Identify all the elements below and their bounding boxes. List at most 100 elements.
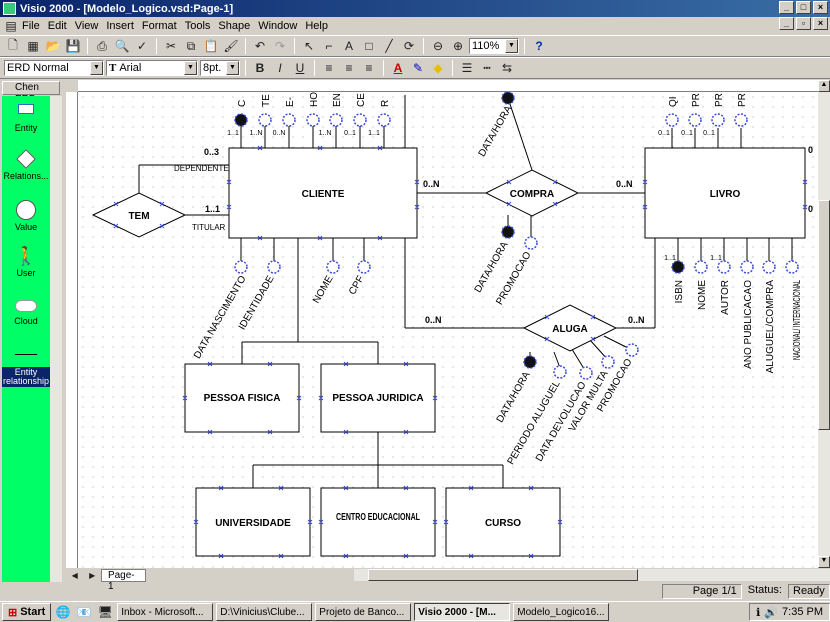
paste-icon[interactable]: 📋 bbox=[202, 37, 220, 55]
underline-icon[interactable]: U bbox=[291, 59, 309, 77]
horizontal-ruler bbox=[78, 80, 818, 92]
stencil-item-entity[interactable]: Entity bbox=[2, 104, 50, 133]
print-icon[interactable]: ⎙ bbox=[93, 37, 111, 55]
vertical-scrollbar[interactable]: ▲ ▼ bbox=[818, 80, 830, 568]
tray-icon[interactable]: 🔊 bbox=[764, 606, 778, 619]
fill-color-icon[interactable]: ◆ bbox=[429, 59, 447, 77]
menu-help[interactable]: Help bbox=[301, 20, 332, 32]
menu-shape[interactable]: Shape bbox=[214, 20, 254, 32]
scroll-up-icon[interactable]: ▲ bbox=[818, 80, 830, 92]
menu-insert[interactable]: Insert bbox=[102, 20, 138, 32]
quicklaunch-icon[interactable]: 📧 bbox=[75, 603, 93, 621]
redo-icon[interactable]: ↷ bbox=[271, 37, 289, 55]
stencil-item-relationship[interactable]: Relations... bbox=[2, 152, 50, 181]
shapes-icon[interactable]: ▦ bbox=[24, 37, 42, 55]
italic-icon[interactable]: I bbox=[271, 59, 289, 77]
zoom-combo[interactable]: 110% ▼ bbox=[469, 38, 519, 54]
text-tool-icon[interactable]: A bbox=[340, 37, 358, 55]
connector-icon[interactable]: ⌐ bbox=[320, 37, 338, 55]
first-page-icon[interactable]: ◀ bbox=[66, 566, 83, 584]
bold-icon[interactable]: B bbox=[251, 59, 269, 77]
zoom-out-icon[interactable]: ⊖ bbox=[429, 37, 447, 55]
line-tool-icon[interactable]: ╱ bbox=[380, 37, 398, 55]
maximize-button[interactable]: □ bbox=[796, 1, 811, 14]
menu-window[interactable]: Window bbox=[254, 20, 301, 32]
window-titlebar[interactable]: Visio 2000 - [Modelo_Logico.vsd:Page-1] … bbox=[0, 0, 830, 17]
task-explorer[interactable]: D:\Vinicius\Clube... bbox=[216, 603, 312, 621]
attr-cliente-top: HO bbox=[309, 92, 320, 107]
font-size-dropdown-icon[interactable]: ▼ bbox=[226, 61, 239, 75]
pointer-icon[interactable]: ↖ bbox=[300, 37, 318, 55]
font-size-combo[interactable]: 8pt. ▼ bbox=[200, 60, 240, 76]
horizontal-scroll-thumb[interactable] bbox=[368, 569, 638, 581]
close-button[interactable]: × bbox=[813, 1, 828, 14]
save-icon[interactable]: 💾 bbox=[64, 37, 82, 55]
card-1-1: 1..1 bbox=[205, 204, 220, 214]
scroll-down-icon[interactable]: ▼ bbox=[818, 556, 830, 568]
task-inbox[interactable]: Inbox - Microsoft... bbox=[117, 603, 213, 621]
stencil-item-user[interactable]: 🚶 User bbox=[2, 246, 50, 278]
attr-cliente-cpf: CPF bbox=[347, 274, 367, 297]
preview-icon[interactable]: 🔍 bbox=[113, 37, 131, 55]
stencil-item-entity-relationship[interactable]: Entity relationship bbox=[2, 348, 50, 387]
visio-app-icon[interactable] bbox=[3, 2, 16, 15]
edge-label-dependente: DEPENDENTE bbox=[174, 164, 229, 173]
align-left-icon[interactable]: ≡ bbox=[320, 59, 338, 77]
vertical-scroll-thumb[interactable] bbox=[818, 200, 830, 430]
zoom-value: 110% bbox=[472, 40, 499, 52]
doc-restore-button[interactable]: ▫ bbox=[796, 17, 811, 30]
tab-page-1[interactable]: Page-1 bbox=[101, 569, 146, 582]
zoom-in-icon[interactable]: ⊕ bbox=[449, 37, 467, 55]
tray-icon[interactable]: ℹ bbox=[756, 606, 760, 619]
doc-close-button[interactable]: × bbox=[813, 17, 828, 30]
document-icon[interactable]: ▤ bbox=[4, 17, 18, 35]
stencil-scrollbar[interactable] bbox=[50, 96, 62, 582]
style-combo[interactable]: ERD Normal ▼ bbox=[4, 60, 104, 76]
help-icon[interactable]: ? bbox=[530, 37, 548, 55]
label-curso: CURSO bbox=[485, 518, 521, 529]
zoom-dropdown-icon[interactable]: ▼ bbox=[505, 39, 518, 53]
font-combo[interactable]: T Arial ▼ bbox=[106, 60, 198, 76]
font-color-icon[interactable]: A bbox=[389, 59, 407, 77]
cut-icon[interactable]: ✂ bbox=[162, 37, 180, 55]
line-weight-icon[interactable]: ☰ bbox=[458, 59, 476, 77]
minimize-button[interactable]: _ bbox=[779, 1, 794, 14]
stencil-title[interactable]: Chen ERD bbox=[2, 81, 60, 95]
line-pattern-icon[interactable]: ┅ bbox=[478, 59, 496, 77]
align-center-icon[interactable]: ≡ bbox=[340, 59, 358, 77]
windows-taskbar: ⊞ Start 🌐 📧 🖥 Inbox - Microsoft... D:\Vi… bbox=[0, 601, 830, 622]
doc-minimize-button[interactable]: _ bbox=[779, 17, 794, 30]
new-icon[interactable]: 🗋 bbox=[4, 37, 22, 55]
menu-tools[interactable]: Tools bbox=[181, 20, 215, 32]
start-button[interactable]: ⊞ Start bbox=[2, 603, 51, 621]
quicklaunch-icon[interactable]: 🌐 bbox=[54, 603, 72, 621]
rectangle-icon[interactable]: □ bbox=[360, 37, 378, 55]
menu-file[interactable]: File bbox=[18, 20, 44, 32]
font-dropdown-icon[interactable]: ▼ bbox=[184, 61, 197, 75]
line-ends-icon[interactable]: ⇆ bbox=[498, 59, 516, 77]
undo-icon[interactable]: ↶ bbox=[251, 37, 269, 55]
next-page-icon[interactable]: ▶ bbox=[83, 566, 100, 584]
attr-livro-aluguel-compra: ALUGUEL/COMPRA bbox=[765, 280, 776, 374]
align-right-icon[interactable]: ≡ bbox=[360, 59, 378, 77]
menu-format[interactable]: Format bbox=[138, 20, 181, 32]
task-visio[interactable]: Visio 2000 - [M... bbox=[414, 603, 510, 621]
task-projeto[interactable]: Projeto de Banco... bbox=[315, 603, 411, 621]
line-color-icon[interactable]: ✎ bbox=[409, 59, 427, 77]
copy-icon[interactable]: ⧉ bbox=[182, 37, 200, 55]
drawing-canvas[interactable]: CLIENTE LIVRO PESSOA FISICA PESSOA JURID… bbox=[78, 92, 818, 568]
spelling-icon[interactable]: ✓ bbox=[133, 37, 151, 55]
stencil-item-cloud[interactable]: Cloud bbox=[2, 296, 50, 326]
quicklaunch-icon[interactable]: 🖥 bbox=[96, 603, 114, 621]
menu-view[interactable]: View bbox=[71, 20, 103, 32]
style-dropdown-icon[interactable]: ▼ bbox=[90, 61, 103, 75]
open-icon[interactable]: 📂 bbox=[44, 37, 62, 55]
stencil-item-value[interactable]: Value bbox=[2, 200, 50, 232]
attr-livro-top: PR bbox=[691, 93, 702, 107]
horizontal-scrollbar[interactable] bbox=[354, 569, 830, 581]
format-painter-icon[interactable]: 🖌 bbox=[222, 37, 240, 55]
attr-card: 1..N bbox=[250, 130, 263, 137]
rotate-icon[interactable]: ⟳ bbox=[400, 37, 418, 55]
task-modelo[interactable]: Modelo_Logico16... bbox=[513, 603, 609, 621]
menu-edit[interactable]: Edit bbox=[44, 20, 71, 32]
